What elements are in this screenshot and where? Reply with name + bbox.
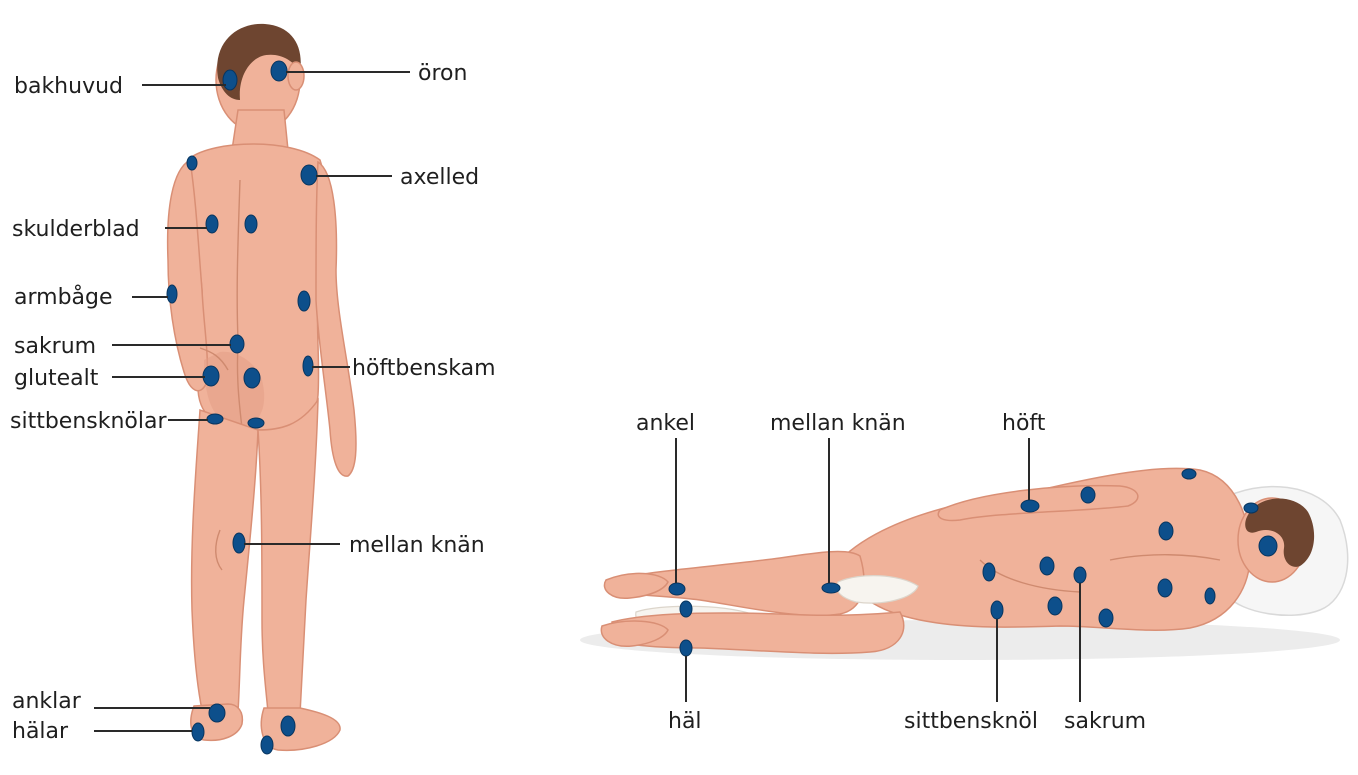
label-lying-sacrum: sakrum: [1064, 709, 1146, 734]
pressure-point-lying-heel: [680, 640, 692, 656]
label-occiput: bakhuvud: [14, 74, 123, 99]
label-scapula: skulderblad: [12, 217, 140, 242]
pressure-point-shoulder-left: [187, 156, 197, 170]
label-lying-ankle: ankel: [636, 411, 695, 436]
lying-figure: [580, 468, 1348, 660]
pressure-point-ischial-left: [207, 414, 223, 424]
pressure-point-foot-right: [281, 716, 295, 736]
pressure-point-elbow-right: [298, 291, 310, 311]
label-between-knees-standing: mellan knän: [349, 533, 485, 558]
standing-right-arm: [316, 162, 356, 476]
pressure-point-lying-ankle-lower: [680, 601, 692, 617]
pressure-point-lying-gluteal-1: [983, 563, 995, 581]
pressure-point-lying-shoulder-lower: [1205, 588, 1215, 604]
label-lying-ischial-tuberosity: sittbensknöl: [904, 709, 1038, 734]
pressure-point-scapula-right: [245, 215, 257, 233]
pressure-point-iliac-crest: [303, 356, 313, 376]
pressure-point-lying-gluteal-2: [1040, 557, 1054, 575]
pressure-point-lying-ankle: [669, 583, 685, 595]
pressure-point-shoulder: [301, 165, 317, 185]
label-shoulder-joint: axelled: [400, 165, 479, 190]
pressure-point-lying-hip: [1021, 500, 1039, 512]
label-ischial-tuberosities: sittbensknölar: [10, 409, 167, 434]
label-sacrum: sakrum: [14, 334, 96, 359]
label-lying-between-knees: mellan knän: [770, 411, 906, 436]
pressure-point-knee: [233, 533, 245, 553]
label-iliac-crest: höftbenskam: [352, 356, 496, 381]
label-ankles: anklar: [12, 689, 82, 714]
pressure-point-ear: [271, 61, 287, 81]
pressure-point-ankle: [209, 704, 225, 722]
pressure-point-lying-knees: [822, 583, 840, 593]
label-lying-heel: häl: [668, 709, 702, 734]
pressure-point-lying-elbow: [1099, 609, 1113, 627]
pressure-point-lying-sacrum: [1074, 567, 1086, 583]
standing-ear: [288, 62, 304, 90]
standing-right-leg: [258, 400, 318, 714]
label-ears: öron: [418, 61, 467, 86]
pressure-point-occiput: [223, 70, 237, 90]
pressure-point-lying-flank: [1081, 487, 1095, 503]
pressure-point-gluteal-left: [203, 366, 219, 386]
pressure-point-heel-left: [192, 723, 204, 741]
pressure-point-lying-scapula: [1159, 522, 1173, 540]
label-heels: hälar: [12, 719, 69, 744]
pressure-point-lying-ear-top: [1244, 503, 1258, 513]
pressure-point-elbow-left: [167, 285, 177, 303]
pressure-point-gluteal-right: [244, 368, 260, 388]
pressure-point-lying-shoulder-top: [1182, 469, 1196, 479]
pressure-point-heel-right: [261, 736, 273, 754]
pressure-point-lying-hip-lower: [1048, 597, 1062, 615]
pressure-point-sacrum: [230, 335, 244, 353]
label-gluteal: glutealt: [14, 366, 99, 391]
standing-figure: [168, 24, 356, 750]
pressure-point-lying-ear: [1259, 536, 1277, 556]
pressure-point-lying-ischial: [991, 601, 1003, 619]
pressure-point-ischial-right: [248, 418, 264, 428]
standing-left-leg: [192, 410, 258, 712]
pressure-point-scapula-left: [206, 215, 218, 233]
pressure-point-lying-back: [1158, 579, 1172, 597]
label-elbow: armbåge: [14, 284, 113, 310]
label-lying-hip: höft: [1002, 411, 1046, 436]
